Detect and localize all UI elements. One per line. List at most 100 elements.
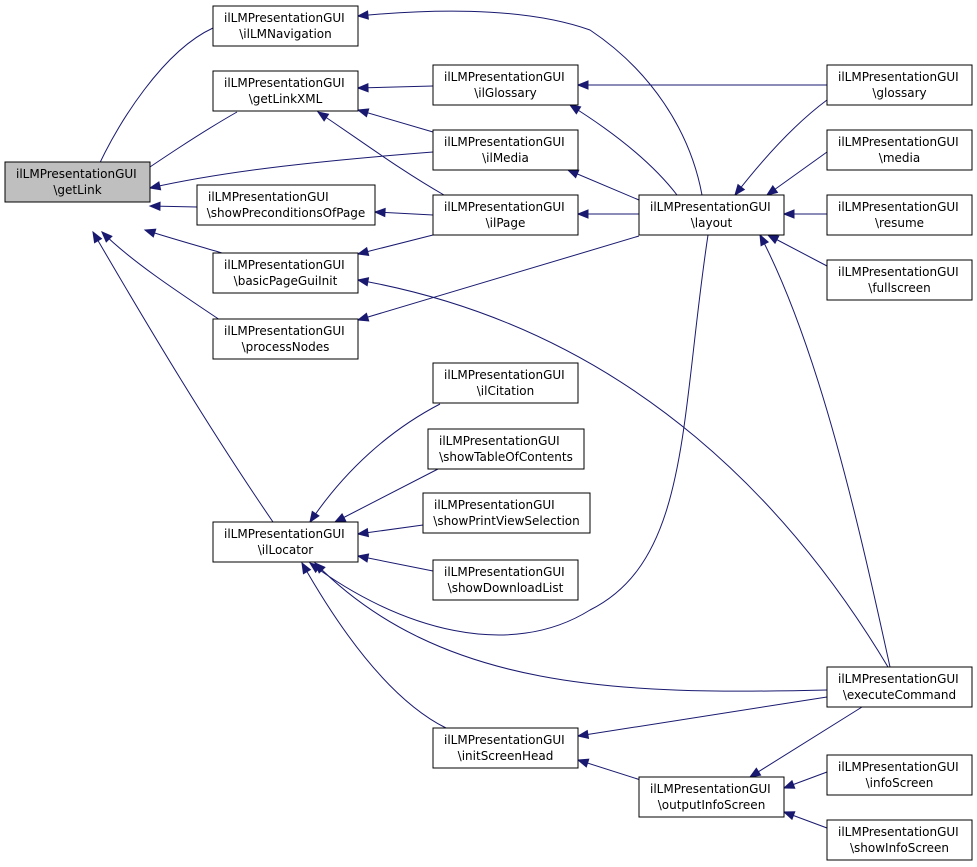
node-executeCommand[interactable]: ilLMPresentationGUI\executeCommand: [826, 666, 973, 708]
node-getLink: ilLMPresentationGUI\getLink: [4, 161, 151, 203]
node-method-label: \ilLocator: [258, 543, 314, 557]
edge-line: [569, 104, 678, 196]
node-method-label: \glossary: [872, 86, 926, 100]
edge-showPrintViewSelection-to-ilLocator: [356, 524, 424, 538]
node-initScreenHead[interactable]: ilLMPresentationGUI\initScreenHead: [432, 727, 579, 769]
edge-ilPage-to-basicPageGuiInit: [356, 234, 434, 257]
node-layout[interactable]: ilLMPresentationGUI\layout: [638, 194, 785, 236]
node-method-label: \ilLMNavigation: [239, 27, 331, 41]
arrowhead: [782, 209, 795, 219]
edge-line: [309, 234, 709, 636]
node-box: [212, 521, 359, 563]
edge-layout-to-ilGlossary: [568, 104, 678, 196]
node-ilLMNavigation[interactable]: ilLMPresentationGUI \ilLMNavigation: [212, 5, 359, 47]
node-box: [212, 252, 359, 294]
node-box: [212, 318, 359, 360]
node-processNodes[interactable]: ilLMPresentationGUI\processNodes: [212, 318, 359, 360]
node-ilCitation[interactable]: ilLMPresentationGUI\ilCitation: [432, 362, 579, 404]
edge-ilLMNavigation-to-getLink: [91, 27, 214, 182]
arrowhead: [356, 312, 370, 322]
node-showDownloadList[interactable]: ilLMPresentationGUI\showDownloadList: [432, 559, 579, 601]
edge-executeCommand-to-ilLocator: [314, 562, 828, 692]
node-box: [212, 5, 359, 47]
arrowhead: [576, 758, 590, 768]
edge-showPreconditionsOfPage-to-getLink: [148, 201, 198, 211]
edge-layout-to-ilMedia: [566, 169, 640, 201]
arrowhead: [373, 207, 386, 218]
node-method-label: \showInfoScreen: [850, 841, 949, 855]
node-class-label: ilLMPresentationGUI: [439, 434, 560, 448]
node-showInfoScreen[interactable]: ilLMPresentationGUI\showInfoScreen: [826, 819, 973, 861]
node-box: [826, 666, 973, 708]
edge-initScreenHead-to-ilLocator: [301, 561, 447, 729]
node-method-label: \processNodes: [242, 340, 330, 354]
arrowhead: [782, 779, 796, 789]
node-resume[interactable]: ilLMPresentationGUI\resume: [826, 194, 973, 236]
arrowhead: [566, 169, 580, 179]
node-box: [196, 184, 376, 226]
edge-ilGlossary-to-getLinkXML: [356, 82, 434, 93]
node-class-label: ilLMPresentationGUI: [208, 190, 329, 204]
arrowhead: [356, 82, 369, 93]
node-class-label: ilLMPresentationGUI: [444, 135, 565, 149]
edge-outputInfoScreen-to-initScreenHead: [576, 758, 651, 784]
node-class-label: ilLMPresentationGUI: [838, 265, 959, 279]
node-class-label: ilLMPresentationGUI: [224, 258, 345, 272]
node-class-label: ilLMPresentationGUI: [16, 167, 137, 181]
edge-line: [357, 234, 434, 255]
node-method-label: \resume: [875, 216, 924, 230]
edge-line: [357, 235, 640, 321]
node-ilPage[interactable]: ilLMPresentationGUI\ilPage: [432, 194, 579, 236]
node-method-label: \outputInfoScreen: [658, 798, 766, 812]
edge-line: [357, 10, 703, 196]
edge-executeCommand-to-layout: [759, 233, 891, 668]
edge-ilMedia-to-getLinkXML: [356, 108, 434, 133]
node-ilLocator[interactable]: ilLMPresentationGUI\ilLocator: [212, 521, 359, 563]
node-infoScreen[interactable]: ilLMPresentationGUI\infoScreen: [826, 754, 973, 796]
node-method-label: \showPreconditionsOfPage: [207, 206, 366, 220]
node-ilMedia[interactable]: ilLMPresentationGUI\ilMedia: [432, 129, 579, 171]
node-box: [432, 362, 579, 404]
node-class-label: ilLMPresentationGUI: [224, 76, 345, 90]
node-getLinkXML[interactable]: ilLMPresentationGUI\getLinkXML: [212, 70, 359, 112]
node-glossary[interactable]: ilLMPresentationGUI \glossary: [826, 64, 973, 106]
edge-line: [334, 468, 439, 523]
arrowhead: [734, 183, 746, 197]
edge-basicPageGuiInit-to-getLink: [143, 228, 223, 254]
node-class-label: ilLMPresentationGUI: [444, 200, 565, 214]
arrowhead: [568, 104, 582, 115]
node-showPreconditionsOfPage[interactable]: ilLMPresentationGUI \showPreconditionsOfP…: [196, 184, 376, 226]
node-class-label: ilLMPresentationGUI: [224, 11, 345, 25]
node-class-label: ilLMPresentationGUI: [838, 135, 959, 149]
edge-processNodes-to-getLink: [101, 231, 221, 321]
node-method-label: \ilGlossary: [474, 86, 537, 100]
node-class-label: ilLMPresentationGUI: [444, 733, 565, 747]
node-class-label: ilLMPresentationGUI: [650, 200, 771, 214]
arrowhead: [748, 767, 762, 778]
node-basicPageGuiInit[interactable]: ilLMPresentationGUI\basicPageGuiInit: [212, 252, 359, 294]
arrowhead: [576, 729, 590, 740]
edge-line: [357, 109, 434, 133]
edge-line: [357, 524, 424, 535]
node-box: [826, 64, 973, 106]
node-ilGlossary[interactable]: ilLMPresentationGUI \ilGlossary: [432, 64, 579, 106]
node-class-label: ilLMPresentationGUI: [444, 368, 565, 382]
node-box: [826, 194, 973, 236]
edge-line: [749, 706, 863, 778]
arrowhead: [148, 201, 161, 211]
edge-line: [734, 99, 828, 196]
node-outputInfoScreen[interactable]: ilLMPresentationGUI\outputInfoScreen: [638, 776, 785, 818]
edge-line: [567, 169, 640, 201]
node-showTableOfContents[interactable]: ilLMPresentationGUI\showTableOfContents: [427, 428, 585, 470]
node-media[interactable]: ilLMPresentationGUI \media: [826, 129, 973, 171]
arrowhead: [309, 510, 320, 524]
edge-showTableOfContents-to-ilLocator: [333, 468, 439, 523]
node-class-label: ilLMPresentationGUI: [444, 70, 565, 84]
node-class-label: ilLMPresentationGUI: [838, 672, 959, 686]
node-method-label: \media: [879, 151, 920, 165]
node-class-label: ilLMPresentationGUI: [838, 70, 959, 84]
node-showPrintViewSelection[interactable]: ilLMPresentationGUI\showPrintViewSelecti…: [422, 492, 591, 534]
node-fullscreen[interactable]: ilLMPresentationGUI\fullscreen: [826, 259, 973, 301]
edge-line: [759, 234, 891, 668]
arrowhead: [148, 181, 162, 191]
